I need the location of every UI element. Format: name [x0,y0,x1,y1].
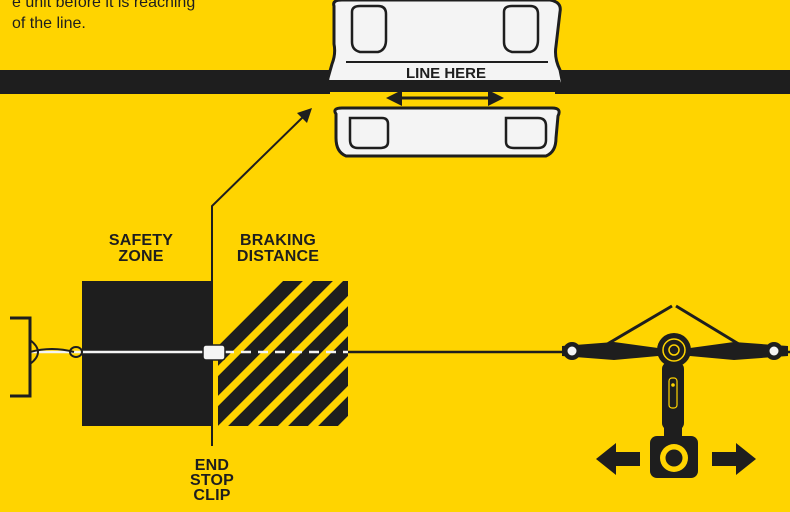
braking-distance-label-line-2: DISTANCE [236,248,320,265]
braking-distance-label-line-1: BRAKING [239,232,317,249]
end-stop-clip-closeup: LINE HERE [326,0,564,158]
clip-engraving: LINE HERE [406,65,486,82]
safety-zone-block [82,281,212,426]
safety-zone-label: SAFETY ZONE [96,233,186,265]
clip-upper-grip-left [350,4,388,54]
clip-lower-body [333,106,561,158]
caption-line-2: of the line. [12,15,86,32]
braking-distance-block [218,281,348,426]
end-stop-clip-label-line-1: END [194,457,230,474]
top-cable-left [0,70,330,94]
top-cable-right [555,70,790,94]
braking-distance-label: BRAKING DISTANCE [218,233,338,265]
clip-cable-pass [328,80,560,92]
arrow-left-icon [596,443,640,475]
end-stop-clip-icon [202,344,226,361]
end-stop-clip-label-line-3: CLIP [193,487,231,504]
safety-zone-label-line-1: SAFETY [108,232,174,249]
clip-upper-grip-right [502,4,540,54]
caption-text: e unit before it is reaching of the line… [12,0,195,42]
camera-icon [650,436,698,478]
end-stop-clip-label-line-2: STOP [189,472,235,489]
clip-lower-grip-right [504,116,548,150]
end-stop-clip-label: END STOP CLIP [182,457,242,504]
caption-line-1: e unit before it is reaching [12,0,196,11]
arrow-right-icon [712,443,756,475]
safety-zone-label-line-2: ZONE [118,248,164,265]
double-arrow-icon [386,90,504,106]
cable-cam-dolly-icon [562,304,788,438]
end-anchor-icon [10,316,83,398]
clip-lower-grip-left [348,116,390,150]
